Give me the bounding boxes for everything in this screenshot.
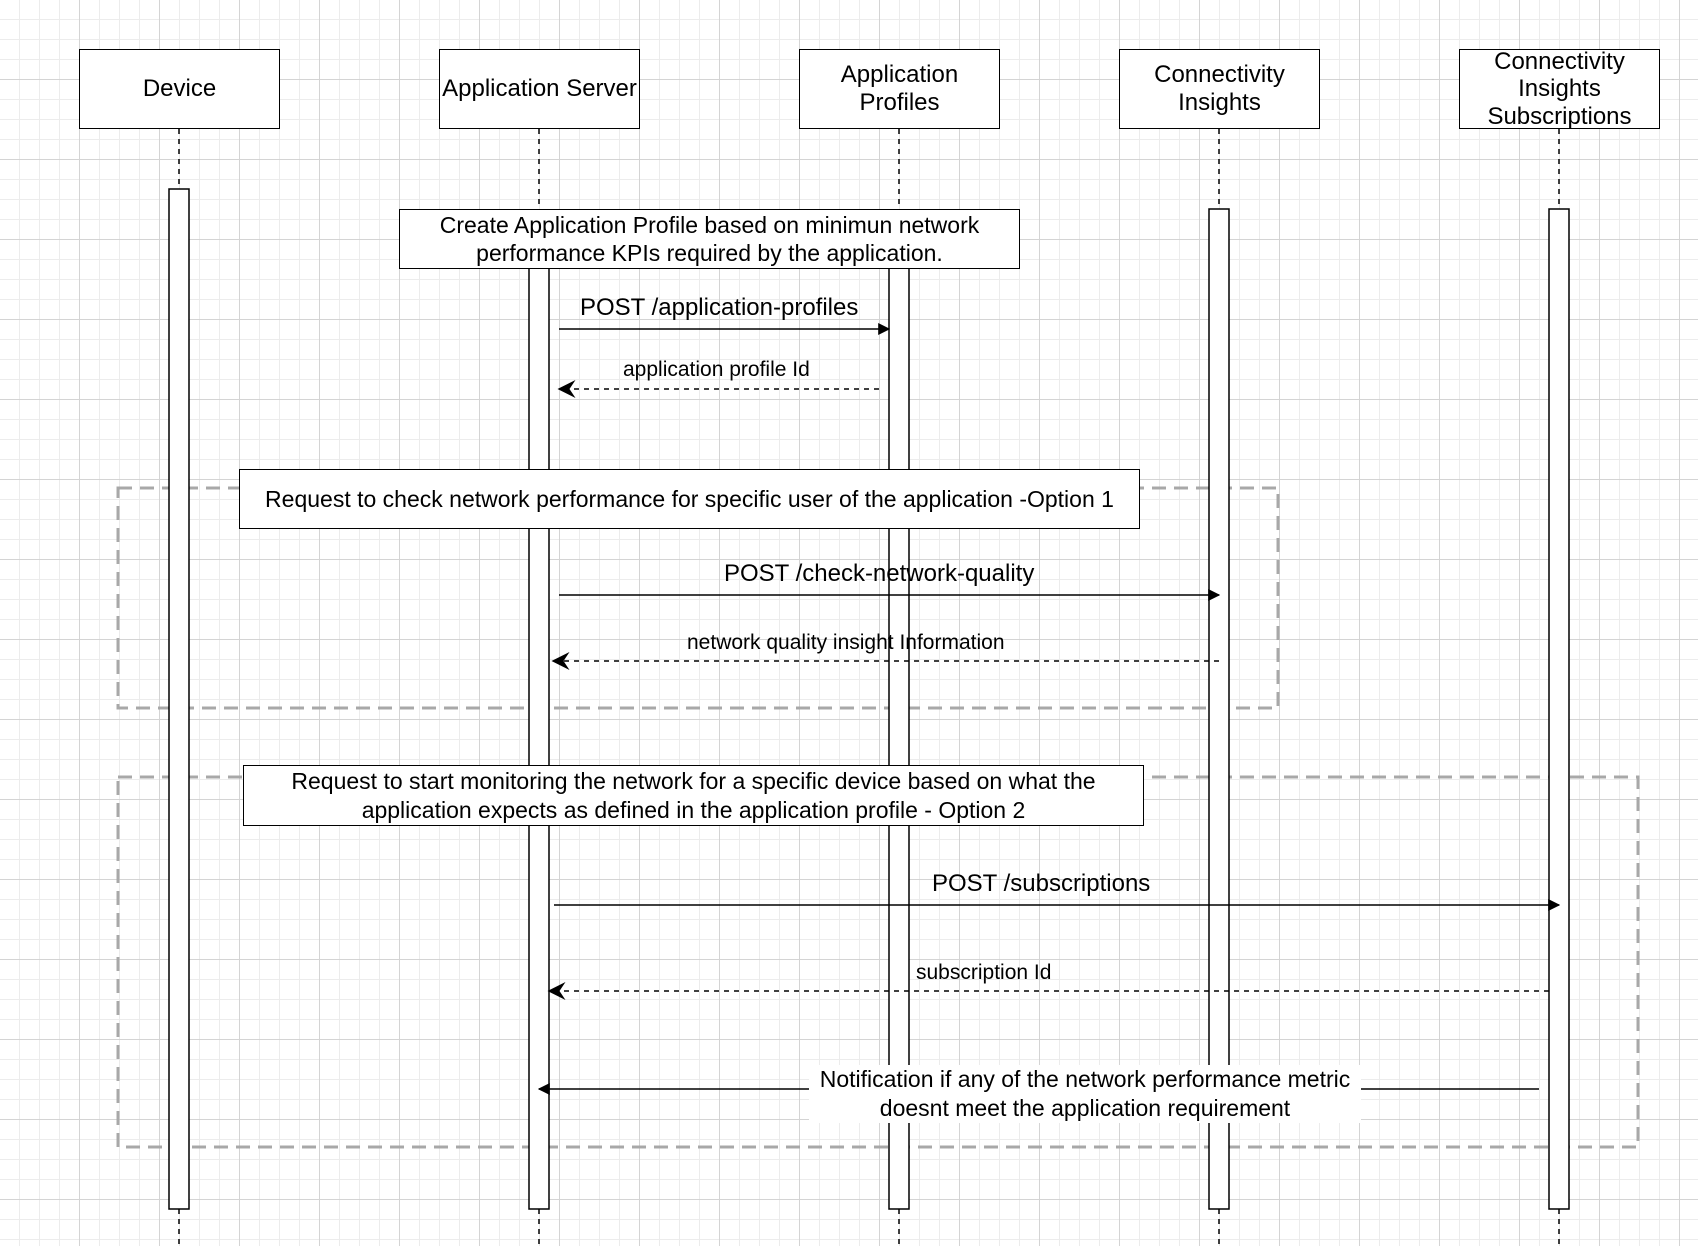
note-create-profile[interactable]: Create Application Profile based on mini… (399, 209, 1020, 269)
message-m5-label: POST /subscriptions (932, 870, 1151, 897)
participant-application-server[interactable]: Application Server (439, 49, 640, 129)
participant-application-profiles[interactable]: Application Profiles (799, 49, 1000, 129)
activation-connectivity-insights (1208, 208, 1230, 1210)
note-option1[interactable]: Request to check network performance for… (239, 469, 1140, 529)
participant-connectivity-insights-subscriptions[interactable]: Connectivity Insights Subscriptions (1459, 48, 1660, 130)
message-m6-label: subscription Id (916, 961, 1052, 984)
participant-connectivity-insights[interactable]: Connectivity Insights (1119, 49, 1320, 129)
activation-connectivity-insights-subscriptions (1548, 208, 1570, 1210)
message-m3-label: POST /check-network-quality (724, 560, 1035, 587)
message-m1-label: POST /application-profiles (580, 294, 859, 321)
participant-device[interactable]: Device (79, 49, 280, 129)
message-m7-label: Notification if any of the network perfo… (809, 1065, 1361, 1124)
activation-device (168, 188, 190, 1210)
note-option2[interactable]: Request to start monitoring the network … (243, 765, 1144, 826)
message-m4-label: network quality insight Information (687, 631, 1005, 654)
activation-application-server (528, 264, 550, 1210)
message-m2-label: application profile Id (623, 358, 810, 381)
